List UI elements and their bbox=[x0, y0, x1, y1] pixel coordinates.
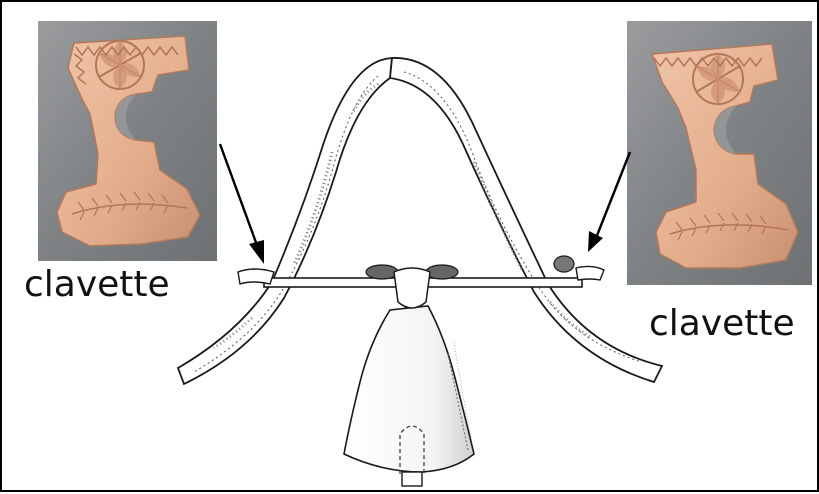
arrow-right bbox=[588, 152, 630, 252]
right-clavette-photo bbox=[627, 21, 812, 285]
clavette-label-left: clavette bbox=[24, 267, 170, 303]
bell-drawing bbox=[344, 306, 474, 486]
arrow-left bbox=[220, 144, 264, 264]
clavette-label-right: clavette bbox=[649, 306, 795, 342]
left-clavette-photo bbox=[38, 21, 217, 261]
